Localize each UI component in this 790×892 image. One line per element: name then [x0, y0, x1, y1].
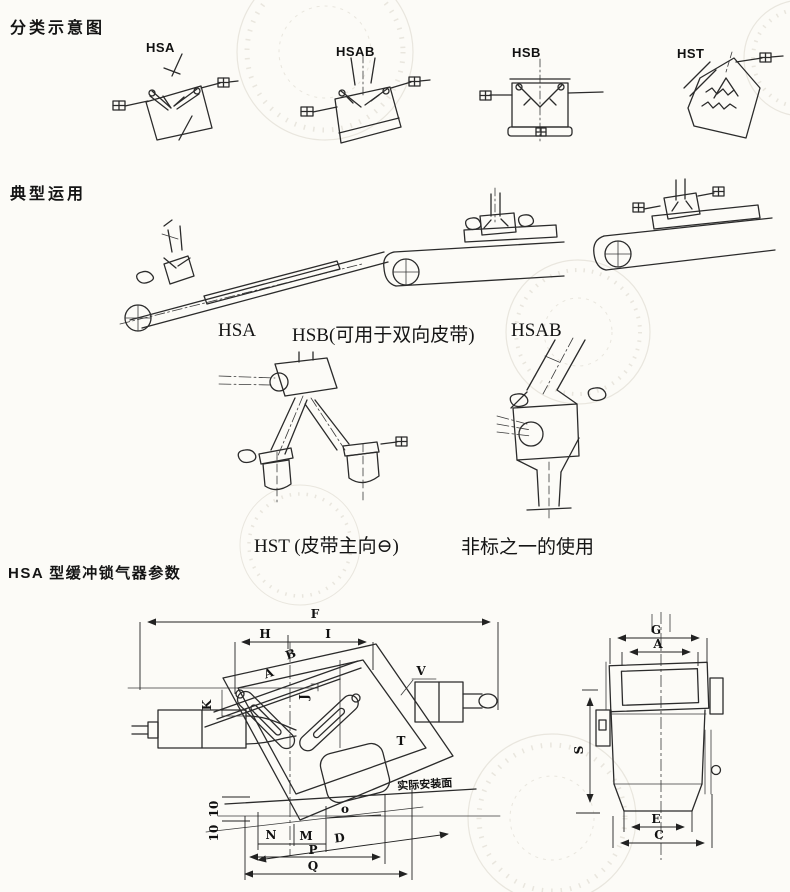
hsb-application-figure: [383, 187, 565, 287]
mounting-surface-label: 实际安装面: [397, 775, 453, 792]
front-view-drawing: F H I B A J V K T 10 10 N M o D P Q 实际安装…: [127, 607, 501, 880]
dim-label-g: G: [651, 623, 661, 637]
dim-label-f: F: [311, 607, 320, 621]
section-heading-parameters: HSA 型缓冲锁气器参数: [8, 565, 182, 582]
dim-label-i: I: [325, 627, 331, 641]
application-caption-hsa: HSA: [218, 320, 257, 341]
watermark-stamp: [236, 0, 414, 141]
application-caption-hst: HST (皮带主向⊖): [254, 536, 399, 557]
hsab-application-figure: [593, 178, 776, 271]
watermark-stamp: [239, 484, 361, 606]
dim-label-m: M: [299, 829, 312, 843]
front-view-bottom-dimensions: [222, 788, 449, 880]
classification-label-hst: HST: [677, 46, 705, 61]
side-view-body: [595, 661, 724, 812]
dim-label-d: D: [333, 830, 345, 845]
dim-label-h: H: [259, 627, 270, 641]
dim-label-c: C: [654, 828, 664, 842]
hst-application-figure: [218, 351, 408, 503]
hsab-classification-figure: [300, 54, 431, 144]
side-view-dimension-lines: [576, 612, 713, 860]
watermark-stamp: [743, 0, 790, 116]
hsb-classification-figure: [479, 58, 604, 142]
classification-label-hsb: HSB: [512, 45, 541, 60]
section-heading-classification: 分类示意图: [10, 20, 106, 37]
dim-label-n: N: [266, 828, 277, 842]
classification-label-hsab: HSAB: [336, 44, 375, 59]
nonstandard-application-figure: [496, 337, 607, 523]
dim-label-q: Q: [308, 859, 318, 873]
dim-label-a-side: A: [652, 637, 663, 651]
application-caption-hsab: HSAB: [511, 320, 562, 341]
dim-label-p: P: [308, 843, 317, 857]
dim-label-s: S: [572, 746, 586, 755]
dim-label-10-top: 10: [207, 801, 221, 818]
hsa-classification-figure: [112, 53, 239, 141]
classification-label-hsa: HSA: [146, 40, 175, 55]
section-heading-applications: 典型运用: [10, 186, 87, 203]
dim-label-10-bottom: 10: [207, 825, 221, 842]
dim-label-k: K: [200, 699, 214, 710]
side-view-dimension-labels: G A S E C: [572, 623, 664, 842]
front-view-body: [127, 643, 501, 833]
front-view-dimension-labels: F H I B A J V K T 10 10 N M o D P Q 实际安装…: [200, 607, 453, 873]
hsa-application-figure: [119, 219, 389, 332]
dim-label-e: E: [651, 812, 660, 826]
dim-label-j: J: [297, 694, 311, 701]
dim-label-o: o: [341, 802, 349, 816]
watermark-stamp: [505, 259, 651, 405]
application-caption-nonstandard: 非标之一的使用: [461, 537, 595, 558]
dim-label-t: T: [397, 734, 406, 748]
watermark-stamp: [467, 733, 637, 892]
dim-label-v: V: [415, 664, 426, 678]
side-view-drawing: G A S E C: [572, 612, 724, 860]
application-caption-hsb: HSB(可用于双向皮带): [292, 325, 475, 346]
front-view-dimension-lines: [139, 618, 499, 856]
hst-classification-figure: [683, 51, 784, 139]
dim-label-b: B: [283, 646, 297, 663]
